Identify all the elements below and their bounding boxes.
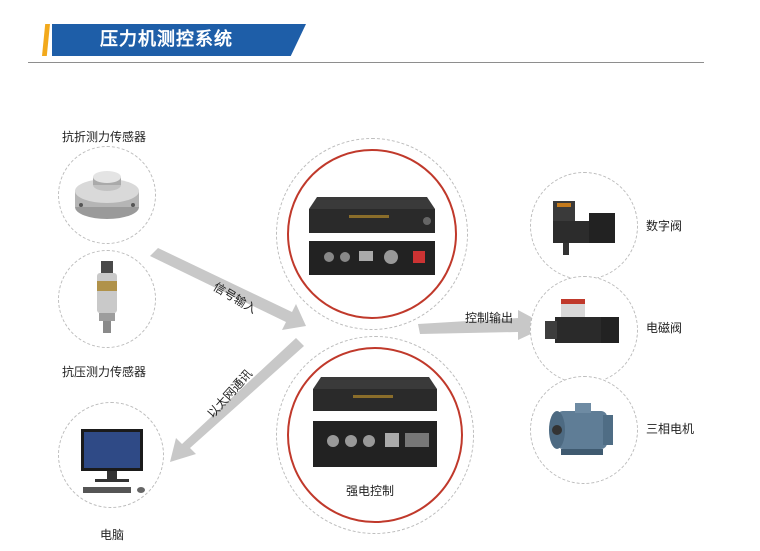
controller-bottom-image — [313, 377, 437, 467]
bend-sensor-label: 抗折测力传感器 — [62, 130, 147, 144]
computer-label: 电脑 — [100, 528, 125, 542]
solenoid-valve-circle — [530, 276, 638, 384]
digital-valve-circle — [530, 172, 638, 280]
title-bar — [52, 24, 306, 56]
computer-icon — [81, 429, 145, 493]
motor-circle — [530, 376, 638, 484]
ethernet-arrow — [170, 338, 304, 462]
page-title: 压力机测控系统 — [100, 29, 233, 50]
control-output-label: 控制输出 — [465, 311, 514, 325]
title-accent — [42, 24, 50, 56]
digital-valve-label: 数字阀 — [646, 219, 683, 233]
bend-sensor-icon — [75, 171, 139, 219]
press-sensor-icon — [97, 261, 117, 333]
solenoid-valve-label: 电磁阀 — [646, 321, 683, 335]
power-control-label: 强电控制 — [346, 484, 395, 498]
three-phase-motor-icon — [549, 403, 613, 455]
controller-top-image — [309, 197, 435, 275]
controller-bottom-ring — [287, 347, 463, 523]
controller-top-ring — [287, 149, 457, 319]
press-sensor-circle — [58, 250, 156, 348]
control-output-arrow — [418, 310, 548, 340]
computer-circle — [58, 402, 164, 508]
motor-label: 三相电机 — [646, 422, 695, 436]
signal-input-arrow — [150, 248, 306, 330]
solenoid-valve-icon — [545, 299, 619, 343]
title-divider — [28, 62, 704, 63]
press-sensor-label: 抗压测力传感器 — [62, 365, 147, 379]
digital-valve-icon — [553, 201, 615, 255]
bend-sensor-circle — [58, 146, 156, 244]
